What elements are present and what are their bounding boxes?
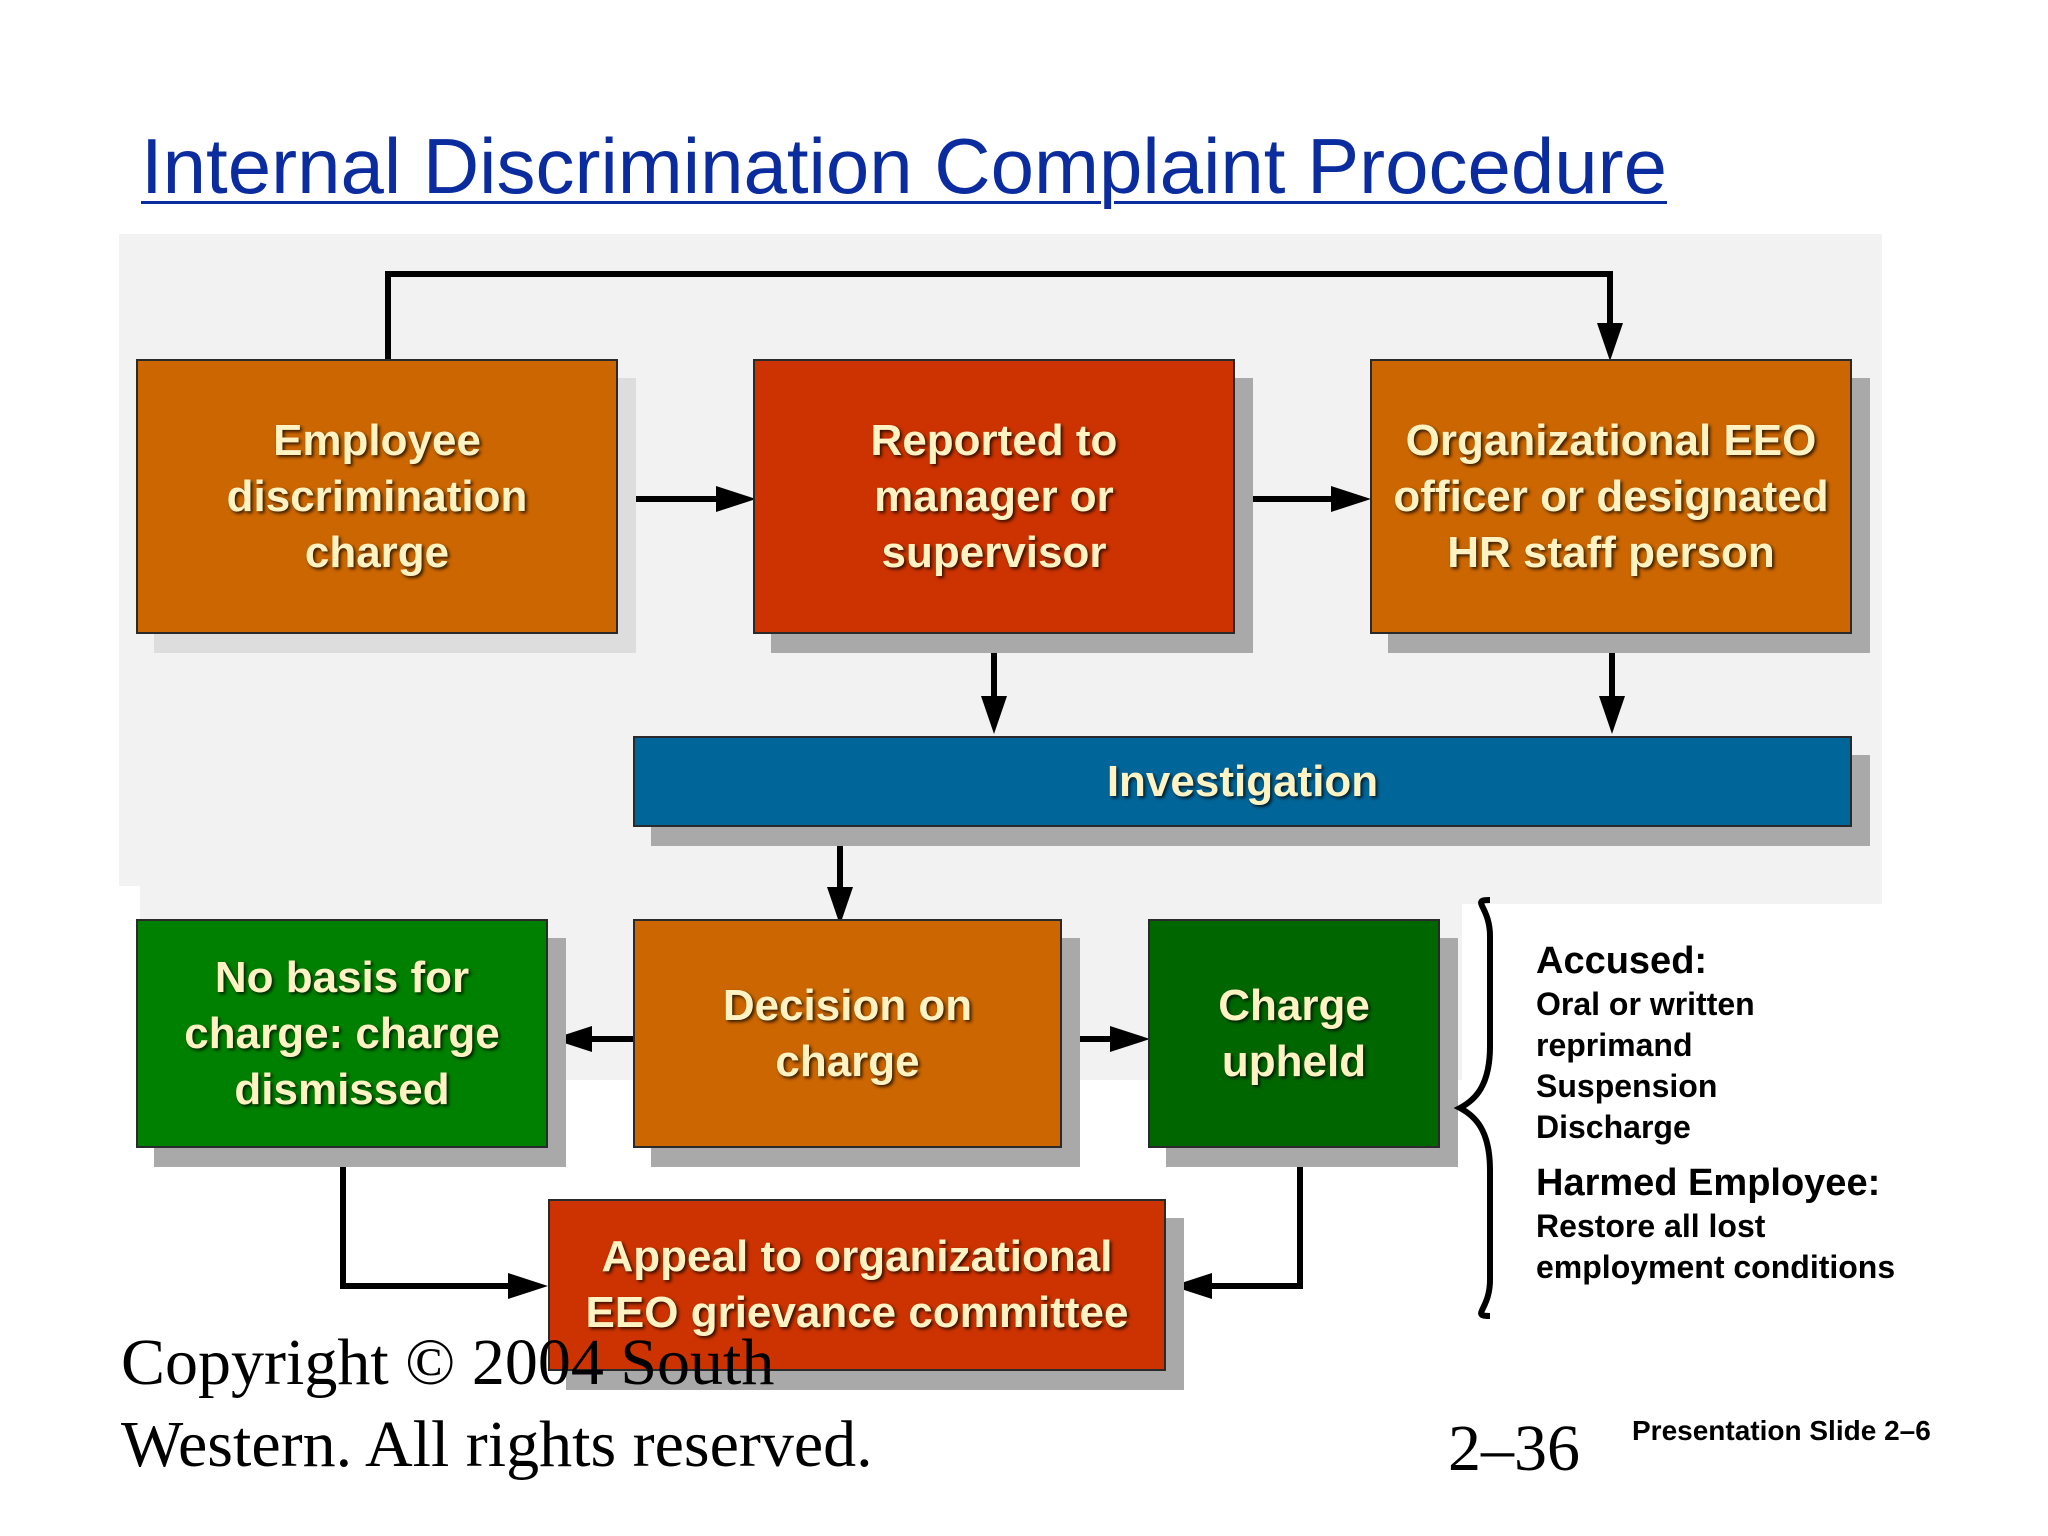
- eeo-officer-label: Organizational EEO officer or designated…: [1393, 415, 1829, 577]
- panel-cutout-right: [1462, 904, 2048, 1384]
- accused-item: reprimand: [1536, 1027, 1693, 1063]
- connector-eeo-to-investigation: [1609, 637, 1615, 697]
- no-basis-label: No basis for charge: charge dismissed: [184, 952, 500, 1114]
- employee-charge-box: Employee discrimination charge: [136, 359, 618, 634]
- reported-to-manager-label: Reported to manager or supervisor: [870, 415, 1118, 577]
- connector-reported-to-eeo: [1238, 496, 1334, 502]
- reported-to-manager-box: Reported to manager or supervisor: [753, 359, 1235, 634]
- appeal-box: Appeal to organizational EEO grievance c…: [548, 1199, 1166, 1371]
- investigation-bar: Investigation: [633, 736, 1852, 827]
- charge-upheld-label: Charge upheld: [1218, 980, 1370, 1086]
- connector-decision-to-dismissed: [590, 1036, 636, 1042]
- employee-charge-label: Employee discrimination charge: [226, 415, 528, 577]
- eeo-officer-box: Organizational EEO officer or designated…: [1370, 359, 1852, 634]
- connector-upheld-down: [1297, 1147, 1303, 1289]
- appeal-label: Appeal to organizational EEO grievance c…: [585, 1232, 1129, 1337]
- outcomes-brace: [1453, 897, 1493, 1319]
- arrowhead-reported-investigation: [981, 696, 1007, 734]
- copyright-notice: Copyright © 2004 South Western. All righ…: [121, 1322, 1021, 1486]
- accused-heading: Accused:: [1536, 940, 1708, 982]
- accused-item: Suspension: [1536, 1068, 1718, 1104]
- arrowhead-eeo-investigation: [1599, 696, 1625, 734]
- connector-charge-to-reported: [620, 496, 720, 502]
- copyright-line-2: Western. All rights reserved.: [121, 1408, 873, 1481]
- connector-dismissed-down: [340, 1147, 346, 1289]
- slide-number: 2–36: [1448, 1412, 1580, 1485]
- connector-reported-to-investigation: [991, 637, 997, 697]
- harmed-heading: Harmed Employee:: [1536, 1162, 1881, 1204]
- page-title: Internal Discrimination Complaint Proced…: [141, 122, 1667, 210]
- accused-item: Oral or written: [1536, 986, 1755, 1022]
- investigation-label: Investigation: [1106, 756, 1379, 806]
- charge-upheld-box: Charge upheld: [1148, 919, 1440, 1148]
- connector-top-right: [1607, 271, 1613, 327]
- arrowhead-to-eeo: [1331, 486, 1371, 512]
- connector-dismissed-to-appeal: [340, 1283, 512, 1289]
- connector-decision-to-upheld: [1062, 1036, 1134, 1042]
- arrowhead-dismissed-appeal: [508, 1273, 548, 1299]
- arrowhead-to-upheld: [1110, 1026, 1150, 1052]
- arrowhead-to-eeo-officer: [1597, 323, 1623, 361]
- connector-upheld-to-appeal: [1212, 1283, 1303, 1289]
- outcomes-list: Accused: Oral or written reprimand Suspe…: [1536, 938, 1996, 1288]
- slide-label: Presentation Slide 2–6: [1632, 1415, 1931, 1446]
- panel-cutout-left: [0, 886, 140, 1406]
- connector-top-left: [385, 271, 391, 361]
- decision-label: Decision on charge: [722, 980, 973, 1086]
- decision-box: Decision on charge: [633, 919, 1062, 1148]
- no-basis-box: No basis for charge: charge dismissed: [136, 919, 548, 1148]
- arrowhead-to-reported: [716, 486, 756, 512]
- harmed-item: employment conditions: [1536, 1249, 1896, 1285]
- arrowhead-to-decision: [827, 887, 853, 925]
- copyright-line-1: Copyright © 2004 South: [121, 1326, 775, 1399]
- connector-investigation-to-decision: [837, 828, 843, 888]
- harmed-item: Restore all lost: [1536, 1208, 1766, 1244]
- connector-top-span: [385, 271, 1613, 277]
- accused-item: Discharge: [1536, 1109, 1691, 1145]
